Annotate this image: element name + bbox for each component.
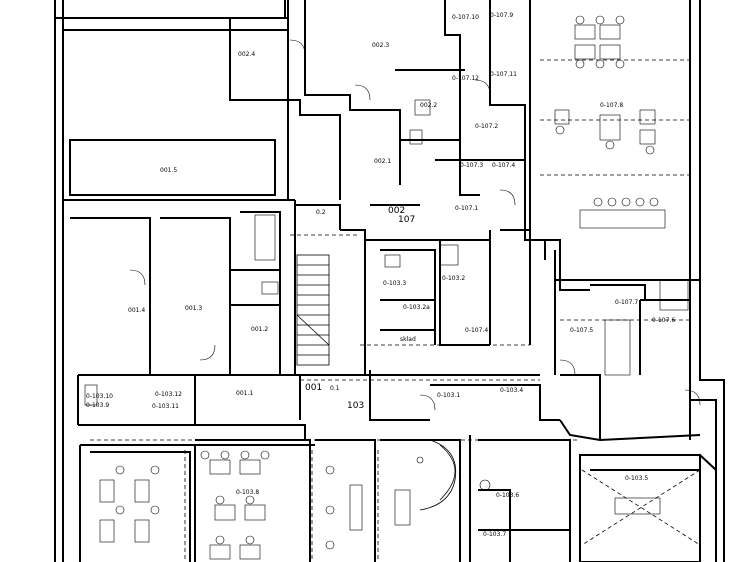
room-0-103-10: 0-103.10	[86, 393, 113, 400]
room-0-107-6: 0-107.6	[652, 317, 675, 324]
room-0-1: 0.1	[330, 385, 340, 392]
room-0-107-2: 0-107.2	[475, 123, 498, 130]
room-001-1: 001.1	[236, 390, 253, 397]
room-0-103-6: 0-103.6	[496, 492, 519, 499]
marker-107: 107	[398, 215, 415, 225]
room-0-103-3: 0-103.3	[383, 280, 406, 287]
furniture	[84, 15, 689, 560]
dashed-lines	[90, 59, 701, 562]
room-0-103-2: 0-103.2	[442, 275, 465, 282]
room-002-2: 002.2	[420, 102, 437, 109]
room-0-107-7: 0-107.7	[615, 299, 638, 306]
room-0-107-4-north: 0-107.4	[492, 162, 515, 169]
room-002-3: 002.3	[372, 42, 389, 49]
room-001-5: 001.5	[160, 167, 177, 174]
room-002-1: 002.1	[374, 158, 391, 165]
room-002-4: 002.4	[238, 51, 255, 58]
room-0-103-11: 0-103.11	[152, 403, 179, 410]
room-0-107-1: 0-107.1	[455, 205, 478, 212]
walls	[54, 0, 725, 562]
room-0-107-4: 0-107.4	[465, 327, 488, 334]
marker-103: 103	[347, 401, 364, 411]
room-0-107-12: 0-107.12	[452, 75, 479, 82]
room-0-103-4: 0-103.4	[500, 387, 523, 394]
room-0-103-5: 0-103.5	[625, 475, 648, 482]
room-0-107-10: 0-107.10	[452, 14, 479, 21]
room-001-4: 001.4	[128, 307, 145, 314]
room-0-103-2a: 0-103.2a	[403, 304, 430, 311]
room-0-107-3: 0-107.3	[460, 162, 483, 169]
room-0-2: 0.2	[316, 209, 326, 216]
room-0-103-8: 0-103.8	[236, 489, 259, 496]
room-001-3: 001.3	[185, 305, 202, 312]
room-sklad: sklad	[400, 336, 416, 343]
stair-flight	[296, 254, 457, 511]
room-0-107-8: 0-107.8	[600, 102, 623, 109]
room-0-103-1: 0-103.1	[437, 392, 460, 399]
room-0-107-5: 0-107.5	[570, 327, 593, 334]
door-swings	[129, 39, 701, 411]
level-markers: 002 107 001 103	[305, 206, 415, 411]
room-0-103-12: 0-103.12	[155, 391, 182, 398]
room-labels: 002.4 002.3 0-107.10 0-107.9 0-107.12 0-…	[86, 12, 675, 538]
marker-002: 002	[388, 206, 405, 216]
room-0-103-9: 0-103.9	[86, 402, 109, 409]
marker-001: 001	[305, 383, 322, 393]
room-0-103-7: 0-103.7	[483, 531, 506, 538]
room-0-107-11: 0-107.11	[490, 71, 517, 78]
room-0-107-9: 0-107.9	[490, 12, 513, 19]
room-001-2: 001.2	[251, 326, 268, 333]
